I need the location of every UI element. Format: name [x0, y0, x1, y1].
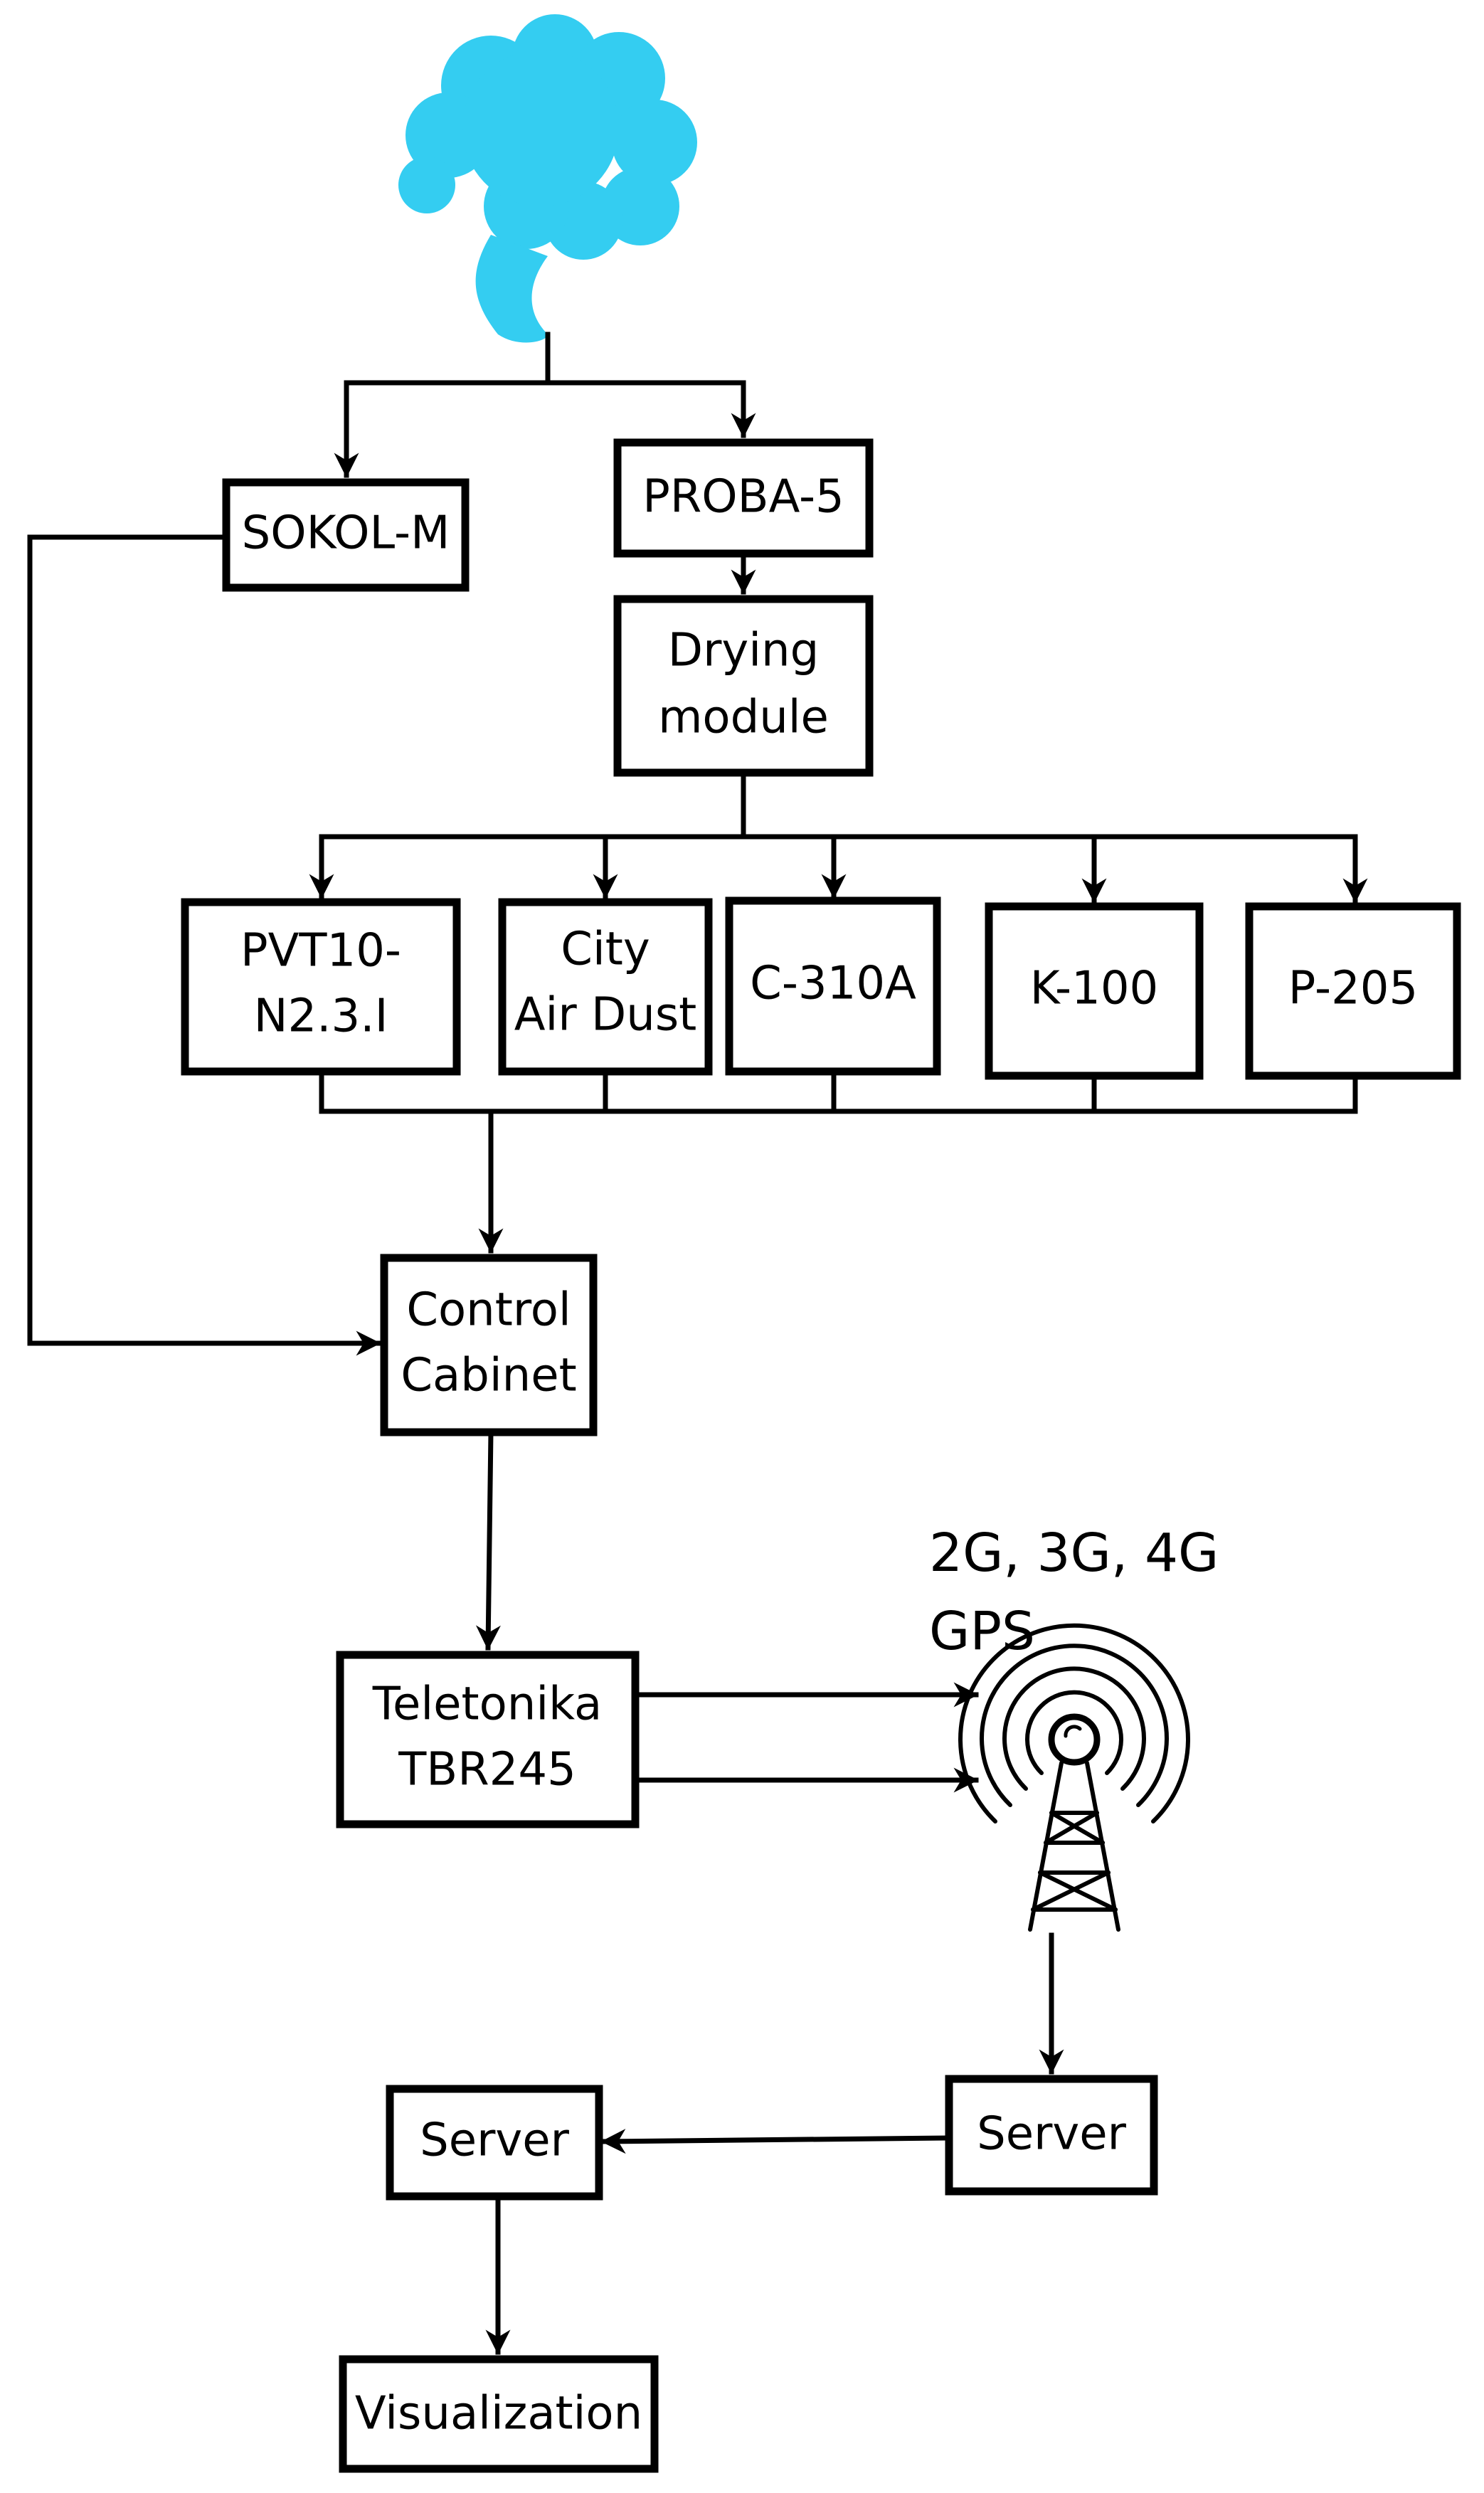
p205-node: P-205 [1245, 902, 1461, 1080]
pvt10-label-line-2: N2.3.I [254, 990, 388, 1043]
city-air-dust-node: City Air Dust [498, 898, 713, 1076]
proba-5-label: PROBA-5 [642, 471, 844, 524]
network-bands-label: 2G, 3G, 4G [929, 1523, 1219, 1584]
p205-label: P-205 [1288, 963, 1418, 1015]
control-cabinet-node: Control Cabinet [380, 1254, 598, 1436]
visualization-node: Visualization [339, 2355, 659, 2473]
server-right-node: Server [945, 2075, 1158, 2196]
sokol-bypass-line [27, 534, 381, 1356]
drying-module-label-line-1: Drying [668, 625, 819, 677]
teletonika-label-line-1: Teletonika [372, 1678, 603, 1731]
server-left-label: Server [420, 2114, 570, 2167]
server-right-label: Server [977, 2108, 1127, 2161]
sokol-m-node: SOKOL-M [222, 478, 470, 592]
control-cabinet-label-line-1: Control [406, 1284, 571, 1337]
drying-module-label-line-2: module [658, 692, 829, 744]
cell-tower-icon [958, 1623, 1190, 1932]
k100-node: K-100 [985, 902, 1204, 1080]
sokol-m-label: SOKOL-M [242, 507, 450, 560]
server-left-node: Server [386, 2085, 603, 2201]
c310a-node: C-310A [725, 896, 941, 1076]
pvt10-node: PVT10- N2.3.I [181, 898, 461, 1076]
arrow-to-teletonika [475, 1429, 501, 1651]
visualization-label: Visualization [355, 2388, 642, 2440]
control-cabinet-label-line-2: Cabinet [401, 1350, 576, 1402]
network-gps-label: GPS [929, 1601, 1035, 1662]
drying-module-node: Drying module [613, 595, 874, 777]
connectors [27, 332, 1368, 2355]
city-air-dust-label-line-2: Air Dust [514, 989, 697, 1042]
smoke-cloud-icon [398, 14, 697, 343]
arrow-to-server-left [600, 2129, 949, 2154]
c310a-label: C-310A [750, 958, 916, 1010]
k100-label: K-100 [1030, 963, 1159, 1015]
proba-5-node: PROBA-5 [613, 438, 874, 558]
teletonika-label-line-2: TBR245 [398, 1744, 576, 1796]
city-air-dust-label-line-1: City [561, 923, 650, 976]
pvt10-label-line-1: PVT10- [240, 925, 401, 978]
teletonika-node: Teletonika TBR245 [336, 1651, 640, 1828]
